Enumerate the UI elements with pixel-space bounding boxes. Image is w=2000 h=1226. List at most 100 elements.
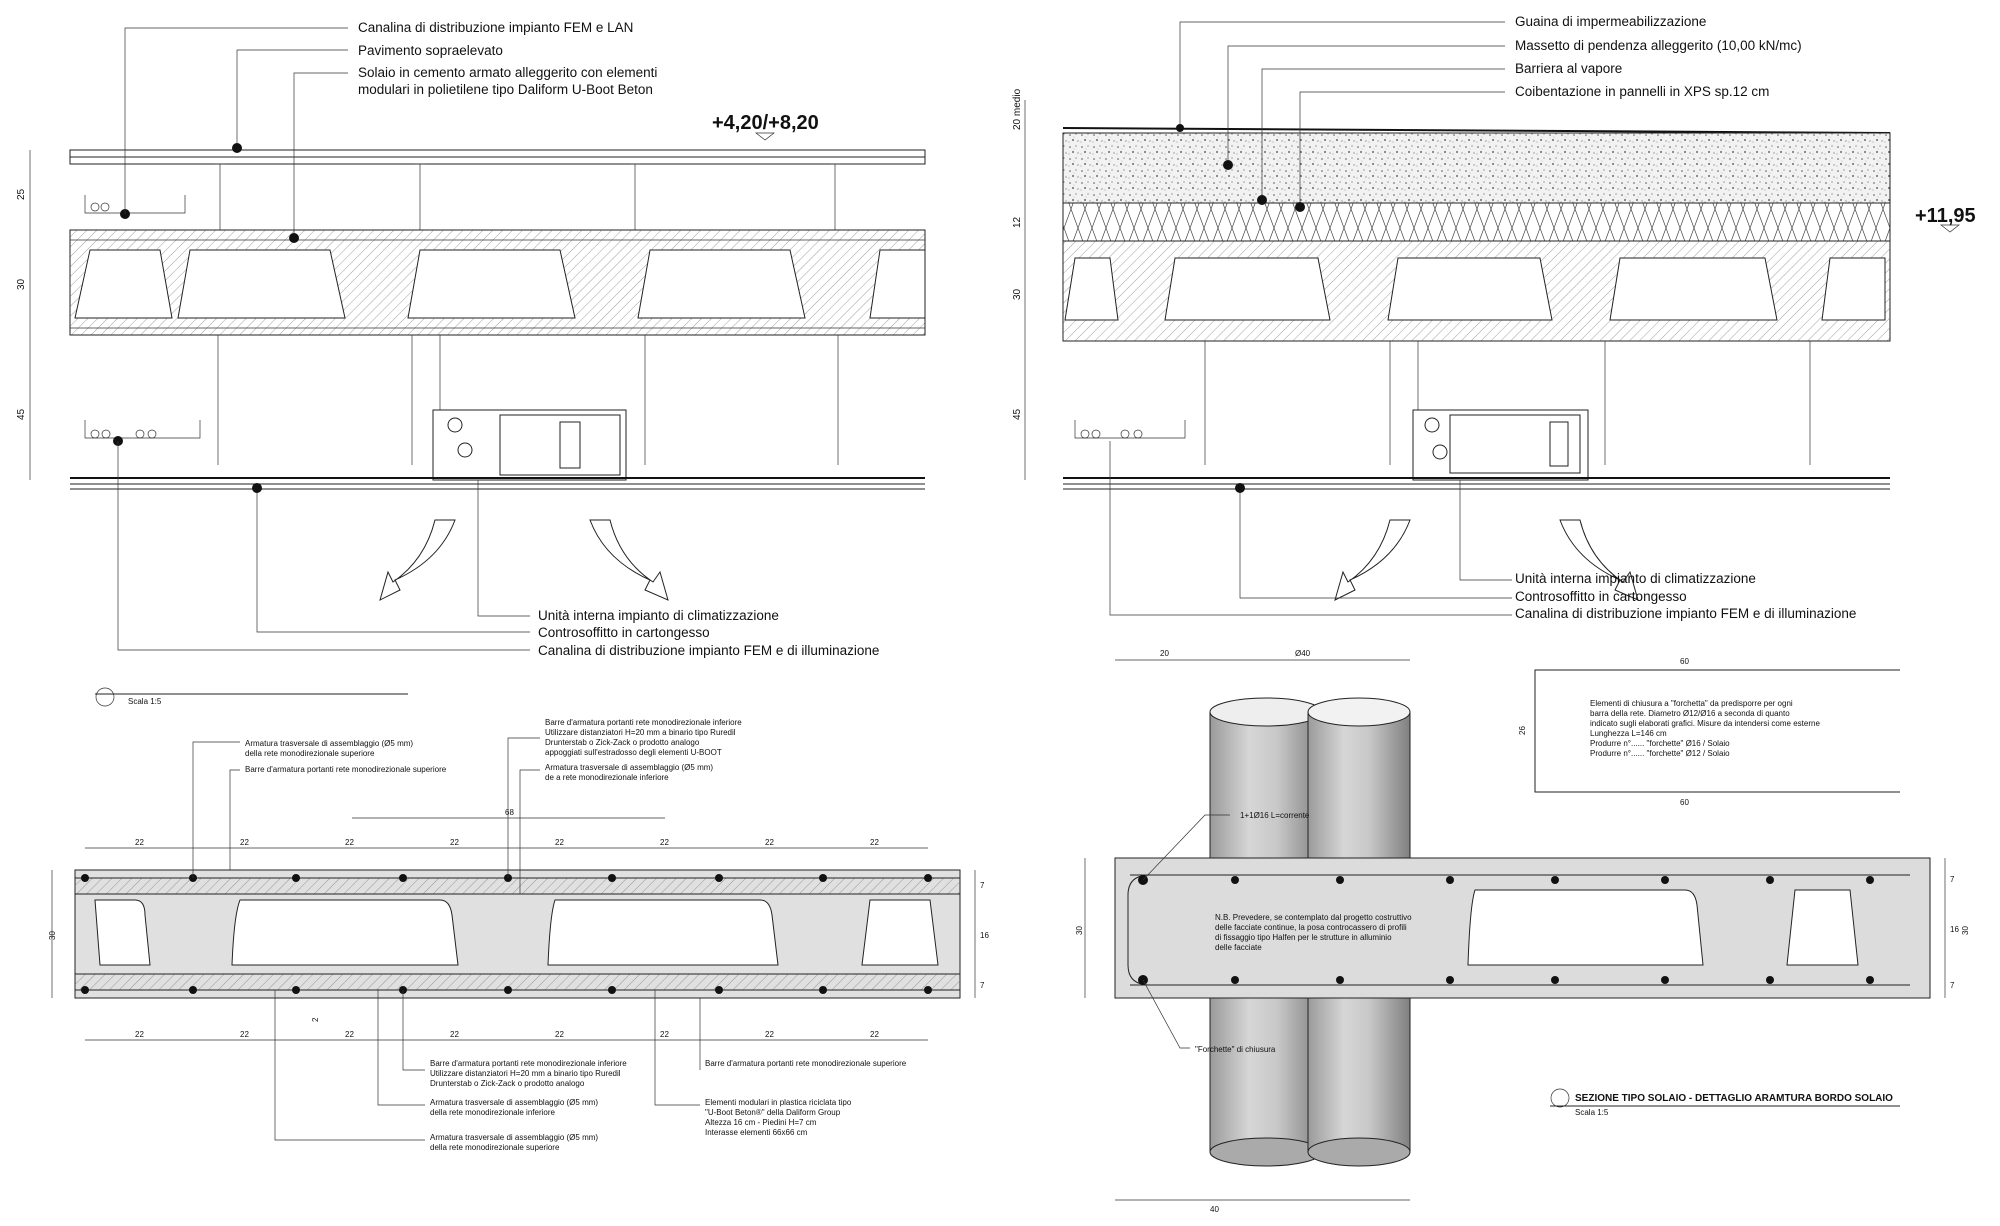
svg-text:60: 60: [1680, 798, 1689, 807]
svg-text:22: 22: [240, 1030, 249, 1039]
notes-bottom: Barre d'armatura portanti rete monodirez…: [430, 1059, 907, 1152]
edge-slab: [1114, 857, 1931, 999]
level-marker-roof: +11,95: [1915, 205, 1976, 227]
rebar-top-row: [81, 874, 932, 882]
svg-text:7: 7: [1950, 981, 1955, 990]
svg-text:16: 16: [1950, 925, 1959, 934]
svg-text:Barre d'armatura portanti rete: Barre d'armatura portanti rete monodirez…: [545, 718, 742, 757]
ceiling-hangers: [217, 335, 839, 465]
section-intermediate-floor: +4,20/+8,20 25 30 45 Canalina di distrib…: [16, 20, 926, 707]
forchetta-box: 60 26 60 Elementi di chiusura a "forchet…: [1518, 657, 1900, 807]
svg-text:Armatura trasversale di assemb: Armatura trasversale di assemblaggio (Ø5…: [545, 763, 713, 782]
svg-text:12: 12: [1012, 216, 1023, 228]
svg-text:7: 7: [1950, 875, 1955, 884]
svg-text:Scala 1:5: Scala 1:5: [1575, 1108, 1609, 1117]
svg-text:Ø40: Ø40: [1295, 649, 1311, 658]
svg-text:Elementi di chiusura a "forche: Elementi di chiusura a "forchetta" da pr…: [1590, 699, 1822, 758]
nb-note: N.B. Prevedere, se contemplato dal proge…: [1215, 913, 1414, 952]
svg-text:60: 60: [1680, 657, 1689, 666]
label-slab-2: modulari in polietilene tipo Daliform U-…: [358, 82, 653, 97]
svg-text:22: 22: [660, 1030, 669, 1039]
label-corrente: 1+1Ø16 L=corrente: [1240, 811, 1310, 820]
cable-tray-upper: [84, 195, 186, 219]
svg-text:26: 26: [1518, 726, 1527, 735]
leader-lines-bottom-left: [117, 441, 530, 651]
svg-text:Scala 1:5: Scala 1:5: [128, 697, 162, 706]
ac-indoor-unit: [432, 409, 627, 481]
svg-text:7: 7: [980, 881, 985, 890]
svg-text:22: 22: [345, 838, 354, 847]
svg-text:22: 22: [870, 1030, 879, 1039]
svg-text:22: 22: [345, 1030, 354, 1039]
svg-text:22: 22: [450, 1030, 459, 1039]
label-plasterboard: Controsoffitto in cartongesso: [538, 625, 710, 640]
xps-insulation: [1062, 202, 1891, 242]
label-insulation: Coibentazione in pannelli in XPS sp.12 c…: [1515, 84, 1769, 99]
svg-text:Armatura trasversale di assemb: Armatura trasversale di assemblaggio (Ø5…: [245, 739, 413, 758]
label-vapour-barrier: Barriera al vapore: [1515, 61, 1622, 76]
svg-text:Elementi modulari in plastica: Elementi modulari in plastica riciclata …: [705, 1098, 852, 1137]
spacing-dimension-top: 22 22 22 22 22 22 22 22: [85, 838, 928, 849]
section-roof-floor: +11,95 20 medio 12 30 45 Guaina di imper…: [1012, 14, 1976, 621]
label-cable-tray-lighting-roof: Canalina di distribuzione impianto FEM e…: [1515, 606, 1856, 621]
svg-text:2: 2: [311, 1017, 320, 1022]
svg-text:30: 30: [1012, 288, 1023, 300]
svg-text:Armatura trasversale di assemb: Armatura trasversale di assemblaggio (Ø5…: [430, 1098, 598, 1117]
svg-text:Armatura trasversale di assemb: Armatura trasversale di assemblaggio (Ø5…: [430, 1133, 598, 1152]
ubroot-slab: [69, 229, 926, 336]
spacing-dimension-bottom: 22 22 22 22 22 22 22 22: [85, 1030, 928, 1041]
svg-text:22: 22: [240, 838, 249, 847]
label-plasterboard-roof: Controsoffitto in cartongesso: [1515, 589, 1687, 604]
leader-lines-reinforcement: [192, 737, 701, 1141]
svg-text:22: 22: [555, 1030, 564, 1039]
leader-lines-bottom-right: [1109, 441, 1512, 616]
ceiling-hangers-roof: [1204, 341, 1811, 465]
plasterboard-ceiling: [70, 477, 925, 490]
label-waterproofing: Guaina di impermeabilizzazione: [1515, 14, 1706, 29]
cable-tray-roof: [1074, 420, 1186, 439]
air-flow-arrows-roof: [1334, 519, 1639, 601]
svg-text:SEZIONE TIPO SOLAIO - DETTAGLI: SEZIONE TIPO SOLAIO - DETTAGLIO ARAMTURA…: [1575, 1093, 1893, 1104]
label-cable-tray-fem-lan: Canalina di distribuzione impianto FEM e…: [358, 20, 633, 35]
label-screed: Massetto di pendenza alleggerito (10,00 …: [1515, 38, 1802, 53]
rebar-bottom-row: [81, 986, 932, 994]
leader-lines-top-left: [124, 27, 348, 238]
svg-text:Barre d'armatura portanti rete: Barre d'armatura portanti rete monodirez…: [705, 1059, 907, 1068]
section-slab-edge-detail: 20 Ø40 40 30 7 16 7 30 60 26 60 Elementi…: [1075, 649, 1970, 1214]
dimension-chain-left: 25 30 45: [16, 150, 31, 480]
dim-68: 68: [352, 808, 665, 819]
svg-text:30: 30: [16, 278, 27, 290]
level-marker-intermediate: +4,20/+8,20: [712, 112, 819, 134]
svg-text:7: 7: [980, 981, 985, 990]
scale-note-top-left: Scala 1:5: [95, 687, 408, 707]
svg-text:22: 22: [765, 1030, 774, 1039]
label-slab: Solaio in cemento armato alleggerito con…: [358, 65, 657, 80]
air-flow-arrows: [379, 519, 669, 601]
svg-text:22: 22: [555, 838, 564, 847]
svg-text:40: 40: [1210, 1205, 1219, 1214]
u-boot-elements: [94, 899, 939, 966]
svg-text:45: 45: [16, 408, 27, 420]
notes-top: Armatura trasversale di assemblaggio (Ø5…: [245, 718, 742, 782]
svg-text:Barre d'armatura portanti rete: Barre d'armatura portanti rete monodirez…: [245, 765, 447, 774]
svg-text:22: 22: [765, 838, 774, 847]
svg-text:68: 68: [505, 808, 514, 817]
svg-text:45: 45: [1012, 408, 1023, 420]
svg-text:22: 22: [660, 838, 669, 847]
ac-indoor-unit-roof: [1412, 409, 1589, 481]
leader-lines-edge: [1142, 814, 1230, 1049]
dimension-chain-roof: 20 medio 12 30 45: [1012, 88, 1026, 480]
dims-edge: 20 Ø40 40 30 7 16 7 30: [1075, 649, 1970, 1214]
svg-text:22: 22: [135, 838, 144, 847]
label-ac-unit: Unità interna impianto di climatizzazion…: [538, 608, 779, 623]
svg-text:22: 22: [870, 838, 879, 847]
screed-layer: [1062, 132, 1891, 204]
svg-text:25: 25: [16, 188, 27, 200]
svg-text:22: 22: [135, 1030, 144, 1039]
plasterboard-ceiling-roof: [1063, 477, 1890, 490]
svg-text:30: 30: [1075, 926, 1084, 935]
label-raised-floor: Pavimento sopraelevato: [358, 43, 503, 58]
svg-text:16: 16: [980, 931, 989, 940]
detail-title: SEZIONE TIPO SOLAIO - DETTAGLIO ARAMTURA…: [1550, 1088, 1900, 1117]
